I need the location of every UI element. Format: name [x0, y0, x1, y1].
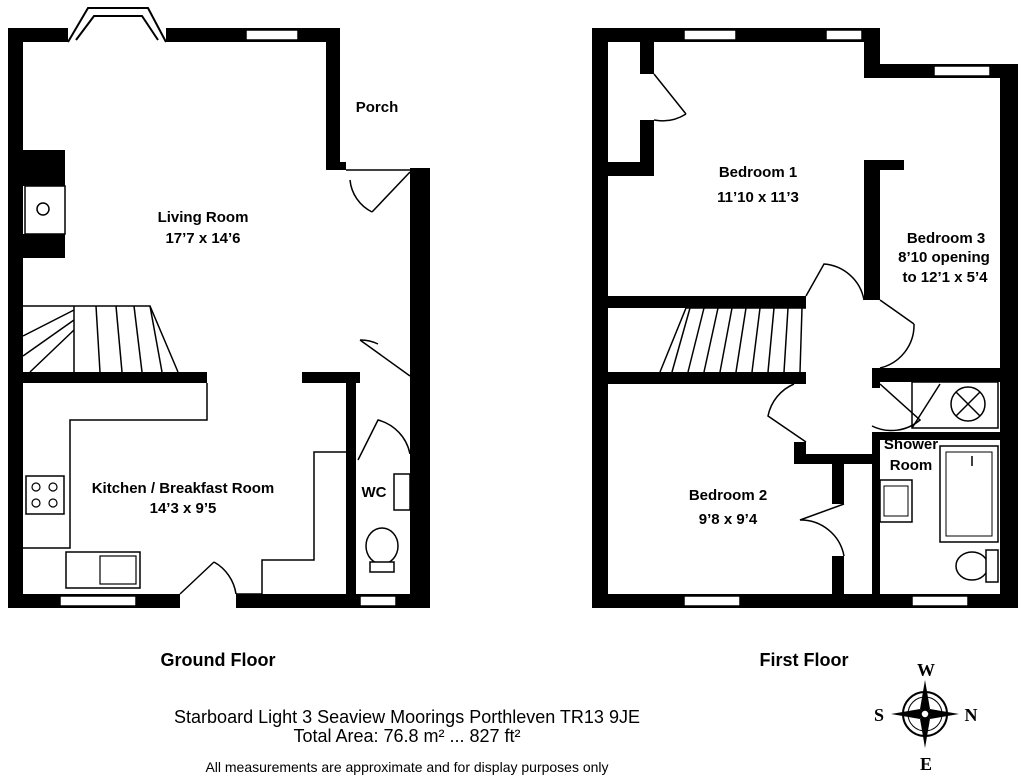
first-windows	[683, 29, 991, 607]
fireplace-icon	[36, 202, 50, 216]
fireplace	[24, 185, 66, 235]
bedroom1-dims: 11’10 x 11’3	[717, 189, 799, 206]
first-floor-plan: Bedroom 1 11’10 x 11’3 Bedroom 3 8’10 op…	[592, 28, 1018, 670]
bedroom1-label: Bedroom 1	[719, 164, 797, 181]
first-floor-title: First Floor	[760, 650, 849, 670]
ground-windows	[59, 29, 397, 607]
ground-floor-title: Ground Floor	[161, 650, 276, 670]
compass-east: E	[920, 754, 932, 774]
property-address: Starboard Light 3 Seaview Moorings Porth…	[174, 707, 640, 727]
wc-basin-icon	[393, 473, 411, 511]
bedroom2-label: Bedroom 2	[689, 487, 767, 504]
shower-toilet-icon	[955, 551, 989, 581]
bedroom3-dims: to 12’1 x 5’4	[902, 269, 988, 286]
shower-tray-icon	[939, 445, 999, 543]
toilet-icon	[365, 527, 399, 565]
bedroom3-opening: 8’10 opening	[898, 249, 990, 266]
ground-doors	[179, 169, 411, 595]
compass-north: N	[965, 705, 978, 725]
shower-basin-icon	[879, 479, 913, 523]
shower-room-label-1: Shower	[884, 436, 938, 453]
kitchen-worktop	[23, 383, 346, 595]
bay-window	[67, 7, 167, 43]
sink-icon	[65, 551, 141, 589]
shower-room-label-2: Room	[890, 457, 933, 474]
compass-west: W	[917, 660, 935, 680]
total-area: Total Area: 76.8 m² ... 827 ft²	[293, 726, 521, 746]
ground-floor-plan: Living Room 17’7 x 14’6 Porch Kitchen / …	[8, 7, 430, 670]
living-room-label: Living Room	[158, 209, 249, 226]
kitchen-label: Kitchen / Breakfast Room	[92, 480, 275, 497]
disclaimer: All measurements are approximate and for…	[205, 759, 609, 775]
first-staircase	[659, 307, 806, 373]
compass-south: S	[874, 705, 884, 725]
living-room-dims: 17’7 x 14’6	[165, 230, 240, 247]
wc-label: WC	[362, 484, 387, 501]
porch-label: Porch	[356, 99, 399, 116]
compass-rose-icon: W E S N	[874, 660, 978, 774]
kitchen-dims: 14’3 x 9’5	[150, 500, 217, 517]
ground-staircase	[22, 305, 179, 373]
bedroom2-dims: 9’8 x 9’4	[699, 511, 758, 528]
bedroom3-label: Bedroom 3	[907, 230, 985, 247]
hob-icon	[25, 475, 65, 515]
first-doors	[653, 73, 922, 557]
